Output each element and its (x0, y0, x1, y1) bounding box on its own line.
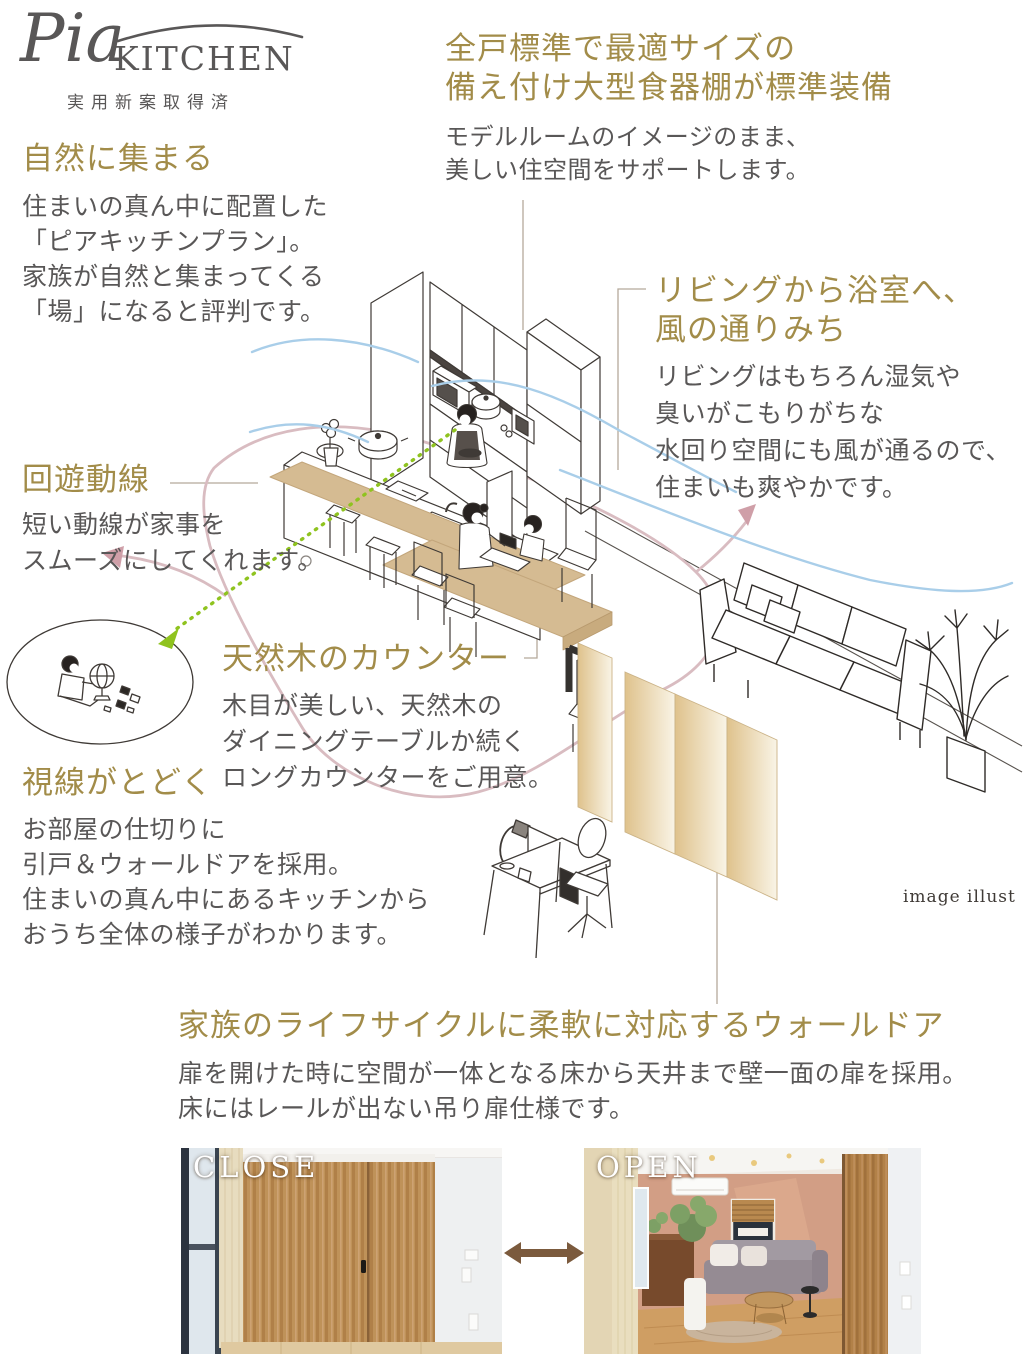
photo-walldoor-open (584, 1148, 921, 1354)
close-label: CLOSE (193, 1150, 320, 1184)
globe-icon (89, 663, 115, 701)
feature-airflow: リビングから浴室へ、 風の通りみち リビングはもちろん湿気や 臭いがこもりがちな… (655, 272, 1011, 506)
feature-sight-body-3: 住まいの真ん中にあるキッチンから (22, 885, 431, 914)
feature-walldoor-body-2: 床にはレールが出ない吊り扉仕様です。 (178, 1094, 635, 1123)
child-figure (519, 514, 545, 562)
feature-gather: 自然に集まる 住まいの真ん中に配置した 「ピアキッチンプラン」。 家族が自然と集… (22, 140, 328, 329)
tablet (499, 532, 517, 550)
airflow-wind-lines (248, 338, 1014, 593)
logo-swoosh-icon (116, 24, 304, 43)
feature-sight: 視線がとどく お部屋の仕切りに 引戸＆ウォールドアを採用。 住まいの真ん中にある… (22, 764, 430, 952)
open-label: OPEN (596, 1150, 702, 1184)
feature-gather-body-2: 「ピアキッチンプラン」。 (22, 227, 315, 256)
feature-counter-heading: 天然木のカウンター (222, 641, 510, 677)
feature-circulation-body-1: 短い動線が家事を (22, 510, 227, 539)
feature-gather-body-4: 「場」になると評判です。 (22, 297, 326, 326)
feature-gather-heading: 自然に集まる (22, 141, 214, 177)
feature-cupboard-body-2: 美しい住空間をサポートします。 (445, 156, 811, 184)
cooking-pot-icon (347, 430, 409, 460)
feature-sight-body-4: おうち全体の様子がわかります。 (22, 920, 403, 949)
coffee-maker-icon (500, 407, 535, 445)
logo-subtitle: 実用新案取得済 (67, 93, 235, 113)
homework-paper (479, 547, 531, 572)
playing-child-figure (57, 655, 99, 707)
feature-airflow-body-3: 水回り空間にも風が通るので、 (655, 436, 1012, 465)
side-table (801, 1286, 819, 1318)
people-figures (446, 403, 545, 572)
feature-circulation-body-2: スムーズにしてくれます。 (22, 546, 323, 575)
feature-airflow-body-2: 臭いがこもりがちな (655, 399, 885, 428)
feature-cupboard: 全戸標準で最適サイズの 備え付け大型食器棚が標準装備 モデルルームのイメージのま… (445, 30, 893, 187)
desk-chair-icon (565, 817, 609, 939)
feature-counter-body-1: 木目が美しい、天然木の (222, 691, 503, 720)
desk-icon (483, 817, 613, 959)
plant-icon (915, 609, 1009, 793)
pia-kitchen-logo: Pia KITCHEN 実用新案取得済 (18, 0, 304, 114)
open-close-arrow-icon (504, 1242, 584, 1264)
feature-sight-body-2: 引戸＆ウォールドアを採用。 (22, 850, 354, 879)
kids-play-ellipse (6, 619, 194, 745)
microwave-icon (432, 365, 478, 417)
illustration-caption: image illust (903, 887, 1016, 907)
feature-walldoor-body-1: 扉を開けた時に空間が一体となる床から天井まで壁一面の扉を採用。 (178, 1059, 968, 1088)
feature-walldoor: 家族のライフサイクルに柔軟に対応するウォールドア 扉を開けた時に空間が一体となる… (178, 1008, 968, 1126)
feature-sight-heading: 視線がとどく (22, 765, 214, 801)
feature-sight-body-1: お部屋の仕切りに (22, 815, 227, 844)
cutting-board-icon (385, 480, 429, 502)
toy-blocks-icon (103, 685, 141, 714)
feature-counter-body-3: ロングカウンターをご用意。 (222, 763, 554, 792)
sofa (704, 1240, 828, 1294)
rice-cooker-icon (471, 393, 501, 420)
feature-counter-body-2: ダイニングテーブルか続く (222, 727, 527, 756)
sofa-icon (699, 562, 932, 748)
feature-cupboard-body-1: モデルルームのイメージのまま、 (445, 123, 811, 151)
flower-vase-icon (320, 418, 340, 467)
coffee-table (744, 1291, 794, 1325)
feature-gather-body-3: 家族が自然と集まってくる (22, 262, 325, 291)
feature-circulation: 回遊動線 短い動線が家事を スムーズにしてくれます。 (22, 461, 323, 579)
cook-figure (446, 403, 488, 469)
feature-cupboard-heading-1: 全戸標準で最適サイズの (445, 31, 797, 67)
logo-kitchen-text: KITCHEN (114, 39, 295, 78)
feature-walldoor-heading: 家族のライフサイクルに柔軟に対応するウォールドア (178, 1008, 945, 1044)
photo-walldoor-closed (181, 1148, 502, 1354)
feature-airflow-heading-1: リビングから浴室へ、 (655, 273, 975, 309)
plants (647, 1196, 717, 1330)
feature-airflow-heading-2: 風の通りみち (655, 312, 847, 348)
sight-line-arrow (158, 428, 457, 649)
wall-door-panels (577, 642, 778, 901)
feature-gather-body-1: 住まいの真ん中に配置した (22, 192, 329, 221)
feature-circulation-heading: 回遊動線 (22, 462, 150, 498)
feature-airflow-body-1: リビングはもちろん湿気や (655, 362, 962, 391)
feature-airflow-body-4: 住まいも爽やかです。 (655, 473, 908, 502)
rug (686, 1321, 782, 1343)
feature-counter: 天然木のカウンター 木目が美しい、天然木の ダイニングテーブルか続く ロングカウ… (222, 640, 554, 796)
feature-cupboard-heading-2: 備え付け大型食器棚が標準装備 (445, 70, 893, 106)
logo-script-text: Pia (20, 0, 125, 77)
